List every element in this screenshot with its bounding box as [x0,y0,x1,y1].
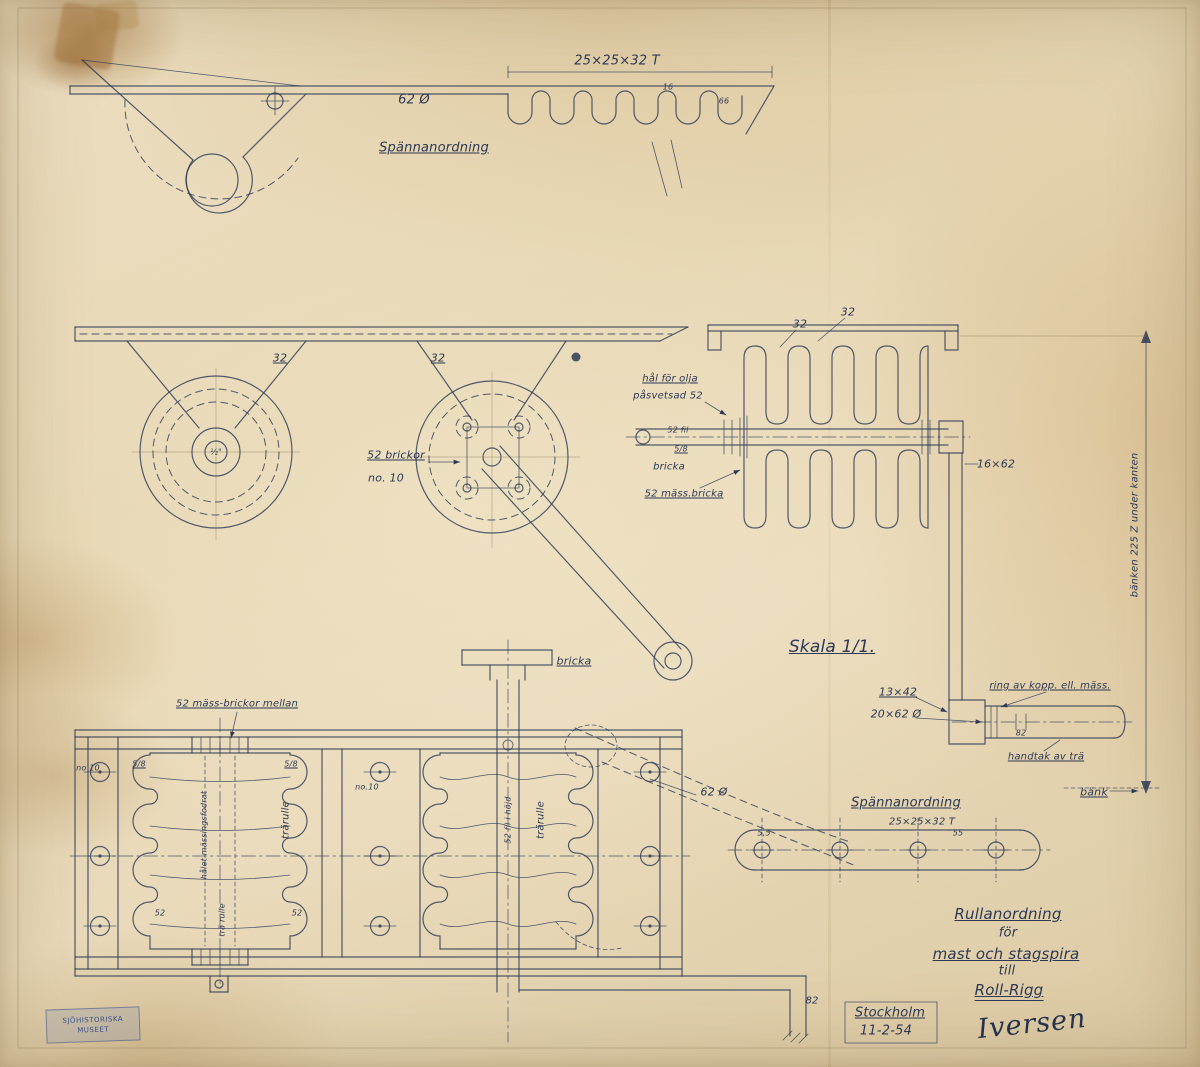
bench-dim-note: bänken 225 Z under kanten [1129,452,1141,598]
handle-dim-a: 13×42 [878,685,918,699]
top-roller [185,153,239,207]
dim-32-mid: 32 [430,351,446,365]
roller-side-view [625,317,979,529]
top-rod-dia: 62 Ø [398,92,430,108]
plan-frame [69,639,691,1043]
dim-32-a: 32 [792,317,808,331]
plan-bottom-details [209,975,809,1044]
roller-c-note: trärulle [535,801,547,839]
top-profile-dim: 25×25×32 T [574,53,660,69]
fil-note: 52 fil [667,425,689,435]
tension-arm-hidden [555,724,857,950]
handle-dim-82: 82 [1015,728,1027,738]
brass-washer-note: 52 mäss.bricka [644,488,724,500]
welded-note: påsvetsad 52 [633,390,703,402]
title-line2: för [998,925,1018,941]
roller-a-note: trärulle [280,801,292,839]
bellows-top [743,345,929,438]
brass-washers-note: 52 mäss-brickor mellan [175,698,299,710]
bench-dimension [959,330,1163,794]
liner-note: hålet mässingsfodrat [199,790,209,880]
ring-note: ring av kopp. ell. mäss. [989,680,1111,692]
wood-handle-note: handtak av trä [1007,751,1085,763]
handle-dim-b: 20×62 Ø [870,707,922,721]
title-line5: Roll-Rigg [974,981,1044,1001]
title-line3: mast och stagspira [932,945,1080,963]
plan-55-b: 55 [952,828,964,838]
washer-note: bricka [653,461,685,473]
plan-dia-b: 5/8 [284,759,298,769]
title-line4: till [998,963,1016,979]
top-dim-16: 16 [662,82,674,92]
plan-rod-dia: 62 Ø [700,785,728,799]
plan-left-roller [132,711,308,966]
top-dim-66: 66 [718,96,730,106]
shaft-note: 52 fil i höjd [503,796,513,844]
roller-b-note: trä rulle [217,903,227,937]
bracket-plate [81,59,194,161]
stamp-line2: MUSEET [77,1024,110,1035]
plan-profile: 25×25×32 T [888,816,956,828]
oil-hole-note: hål för olja [642,373,698,385]
plan-no10-a: no 10 [76,763,100,773]
plan-no10-b: no.10 [355,782,379,792]
crank-handle [914,452,1133,752]
paper-crease [828,0,831,1067]
stamp-line1: SJÖHISTORISKA [62,1015,124,1026]
bellows-bottom [743,436,929,529]
dim-32-left: 32 [272,351,288,365]
hub-size: ½" [210,447,222,457]
plan-mid-roller [422,649,594,993]
plan-52-a: 52 [154,908,166,918]
mounting-plate [74,326,689,342]
lever-arm [499,445,682,650]
left-wheel-view [126,340,307,541]
washers-no: no. 10 [368,471,404,485]
bar-dim: 16×62 [976,457,1016,471]
plan-caption: Spännanordning [851,795,961,811]
title-date: 11-2-54 [859,1023,913,1039]
title-city: Stockholm [854,1005,926,1021]
scale-note: Skala 1/1. [788,637,876,657]
plan-55-a: 5,5 [757,828,771,838]
plan-52-b: 52 [291,908,303,918]
top-caption: Spännanordning [379,140,489,156]
axle-dia: 5/8 [674,444,688,454]
title-block-box [844,1001,938,1044]
dim-32-b: 32 [840,305,856,319]
center-wheel-view [407,340,693,681]
bench-label: bänk [1080,785,1108,799]
museum-stamp: SJÖHISTORISKA MUSEET [45,1006,141,1044]
top-tensioner-view [69,59,775,214]
arm-roller [653,641,693,681]
plan-dia-a: 5/8 [132,759,146,769]
plan-82: 82 [805,995,819,1007]
sheet-border [17,7,1187,1049]
washers-note: 52 brickor [367,448,425,462]
tensioner-bar-plan [727,817,1051,883]
plan-washer-note: bricka [556,654,592,668]
title-line1: Rullanordning [954,905,1062,923]
serrated-rack [507,90,743,125]
